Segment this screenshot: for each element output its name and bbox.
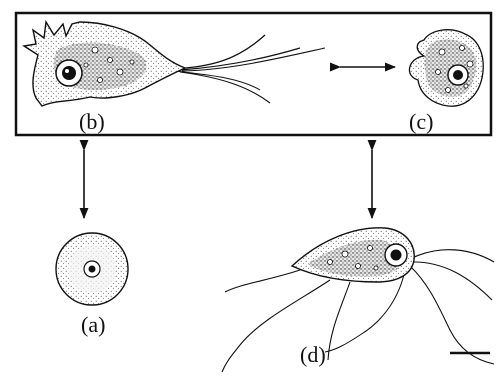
label-c: (c) xyxy=(409,111,433,133)
cell-a-drawing xyxy=(56,233,128,305)
cell-c-drawing xyxy=(409,30,483,106)
cell-d-drawing xyxy=(222,228,494,372)
cell-b-drawing xyxy=(24,22,325,106)
label-a: (a) xyxy=(81,314,105,336)
label-d: (d) xyxy=(300,344,326,366)
label-b: (b) xyxy=(79,111,105,133)
